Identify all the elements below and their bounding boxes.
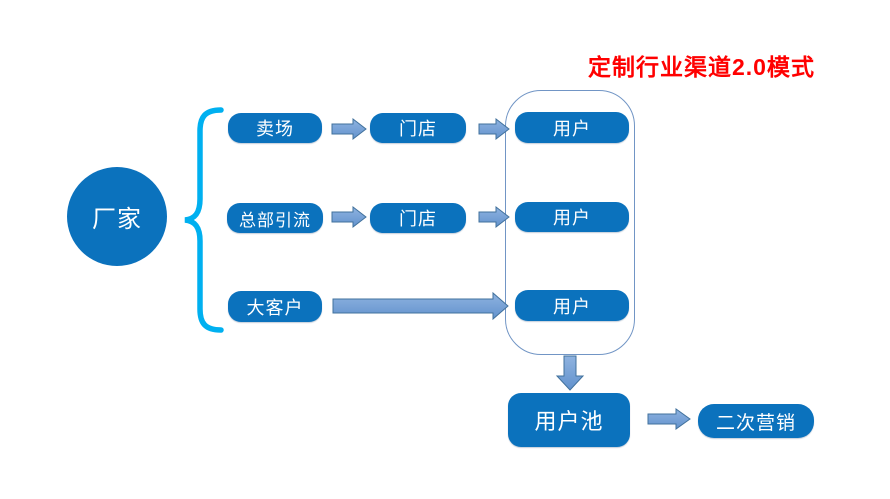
arrow-row2-store-to-user-icon	[478, 205, 510, 229]
node-channel-market: 卖场	[228, 113, 322, 143]
node-user-pool: 用户池	[508, 393, 630, 447]
node-channel-key-account: 大客户	[228, 291, 322, 322]
arrow-row1-store-to-user-icon	[478, 117, 510, 141]
node-secondary-marketing: 二次营销	[698, 404, 814, 438]
node-store-row2: 门店	[370, 203, 466, 233]
node-store-row1: 门店	[370, 113, 466, 143]
arrow-users-to-pool-icon	[555, 355, 585, 391]
arrow-pool-to-secondary-icon	[647, 408, 691, 430]
node-channel-hq-traffic: 总部引流	[227, 203, 323, 233]
users-group-frame	[505, 90, 635, 355]
arrow-row3-channel-to-user-icon	[332, 291, 509, 321]
arrow-row1-channel-to-store-icon	[331, 117, 367, 141]
diagram-title: 定制行业渠道2.0模式	[588, 54, 815, 80]
node-user-row1: 用户	[515, 112, 629, 143]
node-user-row3: 用户	[515, 290, 629, 321]
brace-connector	[184, 107, 224, 333]
arrow-row2-channel-to-store-icon	[331, 205, 367, 229]
node-factory: 厂家	[67, 167, 167, 266]
node-user-row2: 用户	[515, 202, 629, 232]
